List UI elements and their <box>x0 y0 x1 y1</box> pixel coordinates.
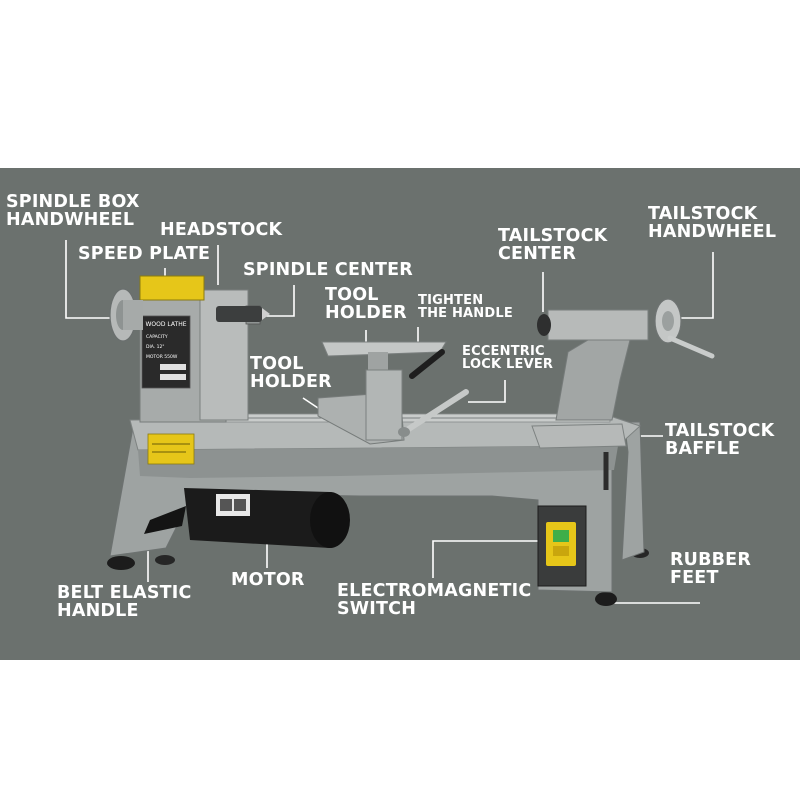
tailstock-body <box>555 339 631 421</box>
tailstock-baffle <box>531 423 627 449</box>
belt-elastic-handle <box>144 506 186 534</box>
rubber-foot-left <box>107 556 135 570</box>
label-spindle-center: SPINDLE CENTER <box>243 260 413 280</box>
nameplate-lines: CAPACITY DIA. 12" MOTOR 550W <box>146 334 178 360</box>
leader-electromagnetic-switch <box>432 540 547 578</box>
lathe-body: WOOD LATHE CAPACITY DIA. 12" MOTOR 550W <box>107 275 715 606</box>
label-speed-plate: SPEED PLATE <box>78 244 211 264</box>
tailstock-center <box>537 314 551 336</box>
tool-holder-column <box>365 369 403 441</box>
tighten-handle <box>409 349 445 379</box>
tailstock-quill <box>547 309 649 341</box>
label-headstock: HEADSTOCK <box>160 220 283 240</box>
leader-tool-holder-left <box>302 397 319 409</box>
rubber-foot-left-rear <box>155 555 175 565</box>
nameplate-line: DIA. 12" <box>146 344 164 350</box>
nameplate-line: CAPACITY <box>146 334 168 340</box>
label-motor: MOTOR <box>231 570 305 590</box>
leader-eccentric-lock-lever <box>468 380 506 403</box>
lathe-illustration: WOOD LATHE CAPACITY DIA. 12" MOTOR 550W <box>65 240 715 606</box>
rubber-foot-right <box>595 592 617 606</box>
leader-spindle-center <box>264 285 295 317</box>
speed-plate <box>139 275 205 301</box>
leader-spindle-box-handwheel <box>65 240 115 319</box>
nameplate-title: WOOD LATHE <box>146 321 187 328</box>
nameplate-line: MOTOR 550W <box>146 354 178 360</box>
eccentric-lock-lever <box>401 389 469 435</box>
spindle-center <box>216 306 262 322</box>
leader-tailstock-handwheel <box>680 252 714 319</box>
lathe-base-shadow <box>138 446 618 478</box>
warning-label <box>147 433 195 465</box>
tool-rest-post <box>368 352 388 374</box>
